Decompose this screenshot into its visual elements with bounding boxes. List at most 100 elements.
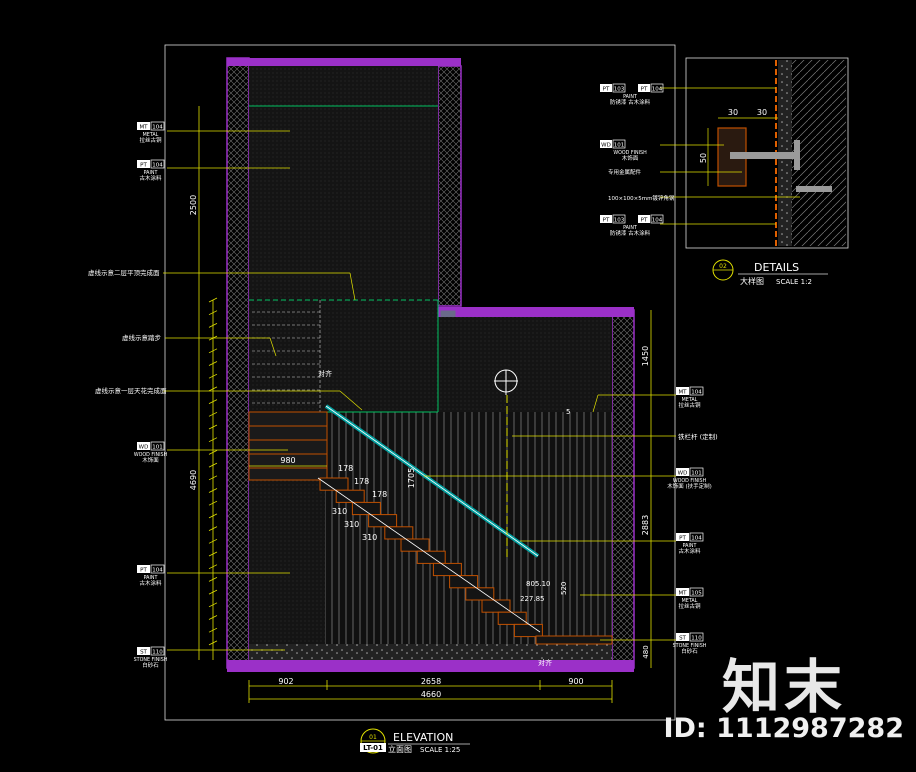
detail-num-2: 104 [652,218,663,224]
tag-code-box [676,468,689,476]
tag-cn: 拉丝古铜 [678,602,701,610]
details-title: DETAILS [754,261,799,274]
tag-num-box [689,386,704,396]
riser-tick [208,373,218,379]
detail-num: 103 [614,218,625,224]
align-note-2: 对齐 [538,658,552,667]
stair-step [449,575,479,589]
riser-tick [208,437,218,443]
detail-plate [794,140,800,170]
dim-1450: 1450 [641,346,650,366]
tag-en: PAINT [144,170,158,176]
dim-bottom [248,680,613,703]
tag-num: 104 [152,163,163,169]
riser-tick [208,564,218,570]
detail-en: PAINT [623,225,637,231]
detail-code-box [600,140,612,148]
detail-code-box-2 [638,215,650,223]
tag-cn: 木饰面 (扶手定制) [667,482,712,490]
detail-num-box [612,139,626,149]
detail-en: PAINT [623,94,637,100]
riser-tick [208,348,218,354]
wall-left [226,57,250,669]
detail-num-box-2 [650,214,664,224]
tag-cn: 白砂石 [681,647,698,655]
wall-right [611,309,635,669]
stair-step [432,562,462,577]
tag-en: STONE FINISH [673,643,707,649]
elev-badge-num: 01 [369,734,377,741]
riser-tick [208,297,218,303]
tag-code: MT [678,591,687,597]
riser-tick [208,411,218,417]
detail-dim-50: 50 [699,153,708,163]
riser-1: 178 [338,464,353,473]
watermark-id: ID: 1112987282 [663,713,904,744]
stair-sole [317,477,541,633]
dim-980: 980 [280,456,295,465]
tag-cn: 白砂石 [142,661,159,669]
riser-tick [208,399,218,404]
riser-tick [208,424,218,430]
detail-num-2: 104 [652,87,663,93]
stair-step [465,587,495,601]
tag-cn: 古木涂料 [139,174,162,182]
detail-num: 101 [614,143,625,149]
dim-small-c: 520 [560,582,568,595]
elevation-subtitle: 立面图 [388,744,412,754]
tag-code-box [137,442,150,450]
tag-code: MT [678,390,687,396]
sheet-frame [164,44,676,721]
riser-tick [208,589,218,595]
stone-floor [249,644,612,660]
tag-num-box [150,441,165,451]
tag-num: 110 [152,650,163,656]
tag-code: PT [140,568,147,574]
detail-cn: 防锈漆 古木涂料 [610,229,651,237]
dim-900: 900 [568,677,583,686]
detail-code-box-2 [638,84,650,92]
tag-code-box [137,565,150,573]
elevation-scale: SCALE 1:25 [420,746,460,754]
riser-tick [208,450,218,455]
right-leaders [424,394,676,641]
detail-code: PT [603,218,610,224]
riser-tick [208,602,218,608]
details-scale: SCALE 1:2 [776,278,812,286]
tag-en: STONE FINISH [134,657,168,663]
riser-tick [208,323,218,328]
detail-code: WD [601,143,611,149]
dashed-steps [252,300,321,412]
tag-code-box [137,122,150,130]
tag-num: 104 [152,125,163,131]
tag-num-box [689,587,704,597]
tag-code-box [676,533,689,541]
detail-num: 103 [614,87,625,93]
tag-code: ST [679,636,686,642]
detail-code-2: PT [641,87,648,93]
tag-num: 105 [691,591,702,597]
left-notes-text: 虚线示意二层平顶完成面 虚线示意踏步 虚线示意一层天花完成面 [88,268,167,395]
tag-num: 101 [152,445,163,451]
detail-code-2: PT [641,218,648,224]
align-note-1: 对齐 [318,369,332,378]
tag-num-box [150,121,165,131]
note-floor2: 虚线示意二层平顶完成面 [88,268,160,277]
note-floor1: 虚线示意一层天花完成面 [95,386,167,395]
riser-tick [208,361,218,366]
stair-step [319,477,349,491]
elevation-title: ELEVATION [393,731,453,744]
